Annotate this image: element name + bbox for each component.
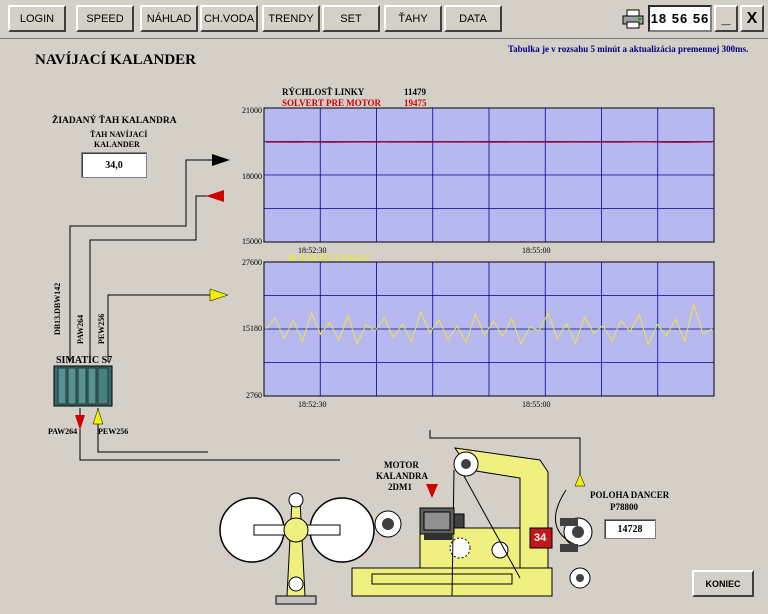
motor-icon bbox=[419, 507, 465, 540]
dancer-badge-value: 34 bbox=[534, 532, 547, 544]
setpoint-sublabel-2: KALANDER bbox=[94, 140, 140, 149]
clock-display: 18 56 56 bbox=[648, 5, 712, 32]
set-button[interactable]: SET bbox=[322, 5, 380, 32]
speed-button[interactable]: SPEED bbox=[76, 5, 134, 32]
chart1-ytick-bottom: 15000 bbox=[242, 237, 262, 246]
setpoint-heading: ŽIADANÝ ŤAH KALANDRA bbox=[52, 116, 177, 126]
legend-solvert-name: SOLVERT PRE MOTOR bbox=[282, 98, 382, 108]
chvoda-button[interactable]: CH.VODA bbox=[200, 5, 258, 32]
chart2-xtick-1: 18:52:30 bbox=[298, 400, 327, 409]
toolbar: LOGIN SPEED NÁHLAD CH.VODA TRENDY SET ŤA… bbox=[0, 0, 768, 39]
chart2-ytick-bottom: 2760 bbox=[246, 391, 262, 400]
page-title: NAVÍJACÍ KALANDER bbox=[35, 52, 196, 68]
nahlad-button[interactable]: NÁHLAD bbox=[140, 5, 198, 32]
chart2-xtick-2: 18:55:00 bbox=[522, 400, 551, 409]
chart1-ytick-top: 21000 bbox=[242, 106, 262, 115]
info-text: Tabulka je v rozsahu 5 minút a aktualizá… bbox=[508, 44, 749, 54]
tahy-button[interactable]: ŤAHY bbox=[384, 5, 442, 32]
plc-label: SIMATIC S7 bbox=[56, 355, 113, 366]
series-line-dancer bbox=[265, 302, 713, 346]
chart1-xtick-2: 18:55:00 bbox=[522, 246, 551, 255]
chart2-plot-area bbox=[263, 261, 715, 397]
arrow-black-icon bbox=[212, 154, 230, 166]
chart1-grid bbox=[264, 108, 714, 242]
login-button[interactable]: LOGIN bbox=[8, 5, 66, 32]
chart1-xtick-1: 18:52:30 bbox=[298, 246, 327, 255]
data-button[interactable]: DATA bbox=[444, 5, 502, 32]
signal-lines bbox=[69, 159, 581, 478]
tag-paw-out: PAW264 bbox=[48, 427, 78, 436]
arrow-dancer-icon bbox=[574, 473, 586, 487]
chart1-plot-area bbox=[263, 107, 715, 243]
dancer-value-field[interactable]: 14728 bbox=[604, 519, 656, 539]
unwinder-icon bbox=[219, 492, 375, 605]
arrow-motor-icon bbox=[426, 484, 438, 498]
chart1-ytick-mid: 18000 bbox=[242, 172, 262, 181]
arrow-yellow-up-icon bbox=[92, 408, 104, 425]
legend-speed-name: RÝCHLOSŤ LINKY bbox=[282, 87, 365, 97]
chart2-grid bbox=[264, 262, 714, 396]
tag-pew-vertical: PEW256 bbox=[97, 313, 106, 344]
plc-rack-icon bbox=[53, 365, 113, 407]
setpoint-sublabel-1: ŤAH NAVÍJACÍ bbox=[90, 130, 148, 139]
arrow-yellow-icon bbox=[209, 288, 229, 302]
motor-label-1: MOTOR bbox=[384, 460, 419, 470]
tag-paw-vertical: PAW264 bbox=[76, 314, 85, 344]
koniec-button[interactable]: KONIEC bbox=[692, 570, 754, 597]
trendy-button[interactable]: TRENDY bbox=[262, 5, 320, 32]
dancer-label: POLOHA DANCER bbox=[590, 490, 670, 500]
setpoint-value-field[interactable]: 34,0 bbox=[81, 152, 147, 178]
dancer-tag: P78800 bbox=[610, 502, 638, 512]
close-button[interactable]: X bbox=[740, 5, 764, 32]
chart2-ytick-mid: 15180 bbox=[242, 324, 262, 333]
chart2-series bbox=[265, 302, 713, 346]
legend-dancer-name: PLÁVAJÚCI VALEC bbox=[288, 253, 372, 263]
minimize-button[interactable]: _ bbox=[714, 5, 738, 32]
tag-db: DB13.DBW142 bbox=[53, 282, 62, 335]
motor-label-3: 2DM1 bbox=[388, 482, 412, 492]
legend-speed-value: 11479 bbox=[404, 87, 427, 97]
motor-label-2: KALANDRA bbox=[376, 471, 429, 481]
printer-icon[interactable] bbox=[622, 9, 644, 29]
tag-pew-out: PEW256 bbox=[98, 427, 129, 436]
arrow-red-icon bbox=[206, 190, 224, 202]
chart2-ytick-top: 27600 bbox=[242, 258, 262, 267]
legend-solvert-value: 19475 bbox=[404, 98, 427, 108]
